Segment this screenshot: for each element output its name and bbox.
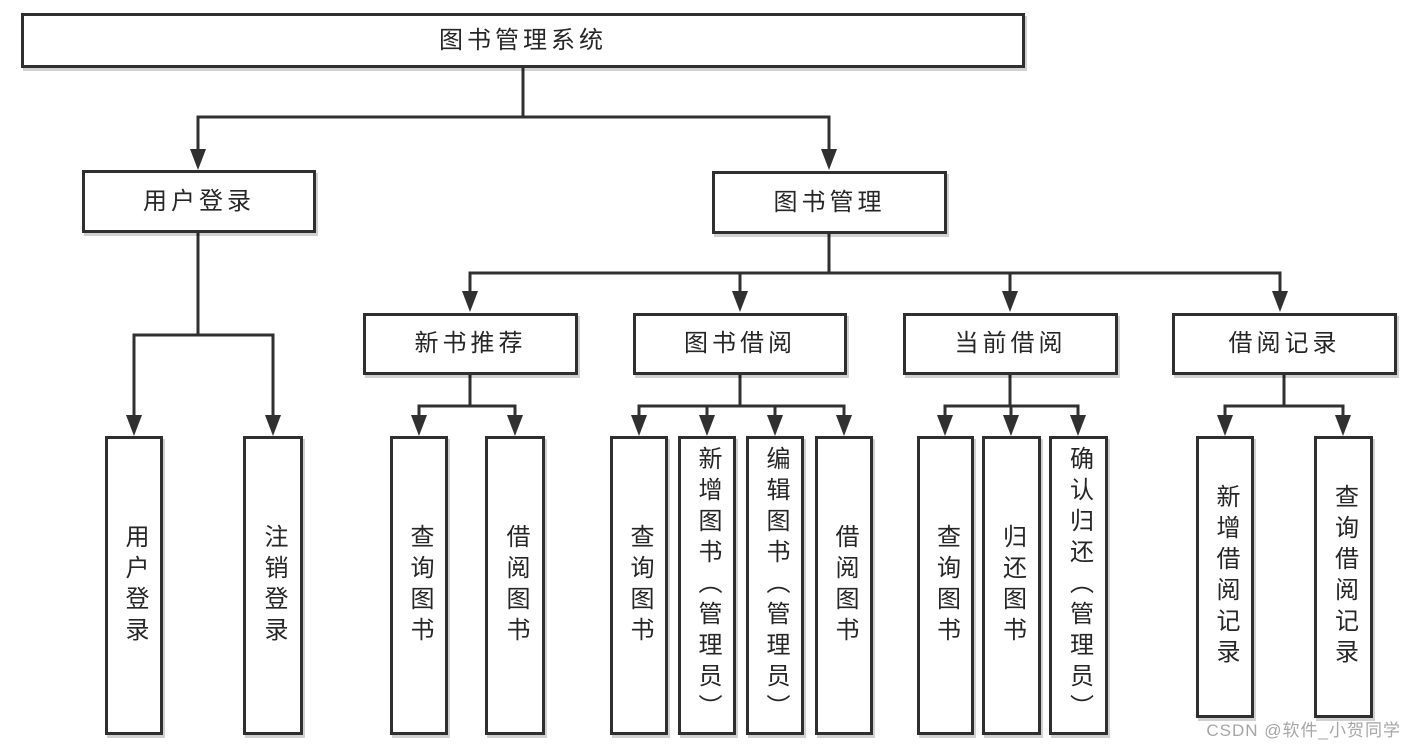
arrowhead-down-icon (462, 291, 478, 312)
node-root: 图书管理系统 (21, 13, 1025, 68)
connector-root-to-level2 (196, 68, 831, 152)
arrowhead-down-icon (1335, 415, 1351, 436)
connector-userlogin-branch (132, 233, 275, 418)
arrowhead-down-icon (937, 415, 953, 436)
arrowhead-down-icon (1070, 415, 1086, 436)
arrowhead-down-icon (631, 415, 647, 436)
leaf-borrow-borrow-book: 借阅图书 (815, 436, 873, 735)
arrowhead-down-icon (126, 415, 142, 436)
connector-currentborrow-branch (943, 375, 1080, 418)
node-book-management: 图书管理 (712, 171, 947, 234)
node-user-login: 用户登录 (82, 170, 316, 233)
arrowhead-down-icon (732, 291, 748, 312)
arrowhead-down-icon (265, 415, 281, 436)
arrowhead-down-icon (836, 415, 852, 436)
arrowhead-down-icon (1002, 291, 1018, 312)
arrowhead-down-icon (821, 149, 837, 170)
leaf-recommend-borrow-book: 借阅图书 (485, 436, 545, 735)
watermark: CSDN @软件_小贺同学 (1206, 721, 1401, 740)
node-new-book-recommend: 新书推荐 (363, 313, 578, 375)
leaf-current-query-book: 查询图书 (917, 436, 974, 735)
node-borrow-record: 借阅记录 (1172, 313, 1397, 375)
leaf-record-query: 查询借阅记录 (1314, 436, 1373, 718)
leaf-borrow-query-book: 查询图书 (610, 436, 668, 735)
connector-bookborrow-branch (637, 375, 846, 418)
arrowhead-down-icon (190, 149, 206, 170)
leaf-borrow-edit-book-admin: 编辑图书（管理员） (746, 436, 804, 735)
leaf-record-add: 新增借阅记录 (1196, 436, 1254, 718)
leaf-user-login: 用户登录 (105, 436, 163, 735)
leaf-recommend-query-book: 查询图书 (390, 436, 448, 735)
arrowhead-down-icon (1217, 415, 1233, 436)
arrowhead-down-icon (699, 415, 715, 436)
leaf-current-return-book: 归还图书 (982, 436, 1041, 735)
connector-borrowrecord-branch (1223, 375, 1345, 418)
arrowhead-down-icon (1003, 415, 1019, 436)
arrowhead-down-icon (1272, 291, 1288, 312)
arrowhead-down-icon (767, 415, 783, 436)
leaf-current-confirm-return-admin: 确认归还（管理员） (1049, 436, 1108, 735)
arrowhead-down-icon (411, 415, 427, 436)
node-book-borrow: 图书借阅 (633, 313, 847, 375)
leaf-borrow-add-book-admin: 新增图书（管理员） (678, 436, 736, 735)
leaf-logout-login: 注销登录 (243, 436, 303, 735)
connector-bookmanagement-branch (468, 234, 1282, 294)
connector-newbook-branch (417, 375, 517, 418)
arrowhead-down-icon (507, 415, 523, 436)
node-current-borrow: 当前借阅 (903, 313, 1118, 375)
